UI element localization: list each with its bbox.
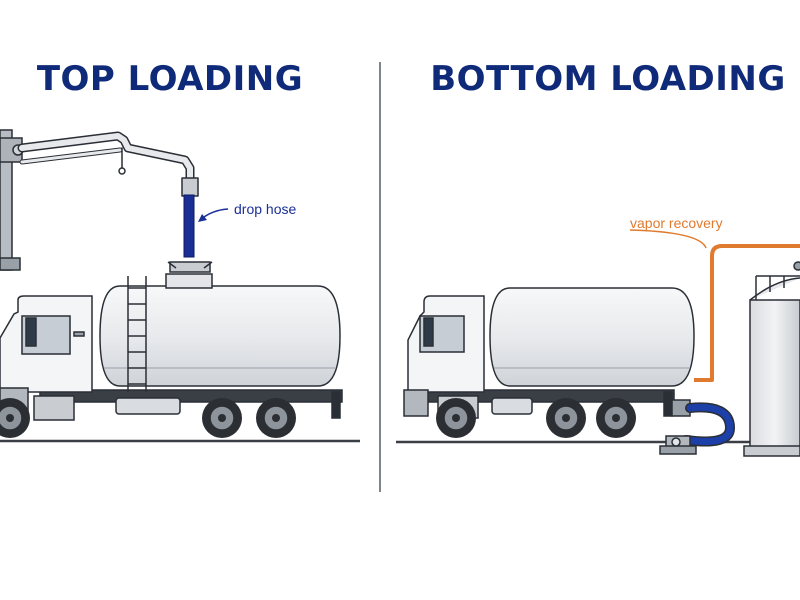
drop-hose-arrow-icon [198,214,207,222]
loading-arm [17,131,199,197]
loading-head [169,261,211,273]
ground-valve [659,435,697,455]
drop-hose-label: drop hose [234,201,296,217]
vapor-leader-line [629,229,707,249]
bottom-loading-truck-wheels [435,397,637,439]
bottom-loading-title: BOTTOM LOADING [430,59,786,99]
tank-body [489,287,695,387]
front-bumper [403,389,429,417]
drop-hose [183,194,195,258]
vapor-recovery-label: vapor recovery [630,215,723,231]
storage-tank [743,261,800,457]
top-loading-truck [0,261,343,421]
bottom-loading-truck [403,287,695,419]
top-loading-title: TOP LOADING [37,59,303,99]
vapor-recovery-line [694,244,800,382]
tank-ladder [127,276,147,392]
tank-body [99,285,341,387]
top-hatch [165,273,213,289]
loading-hose [682,403,734,445]
